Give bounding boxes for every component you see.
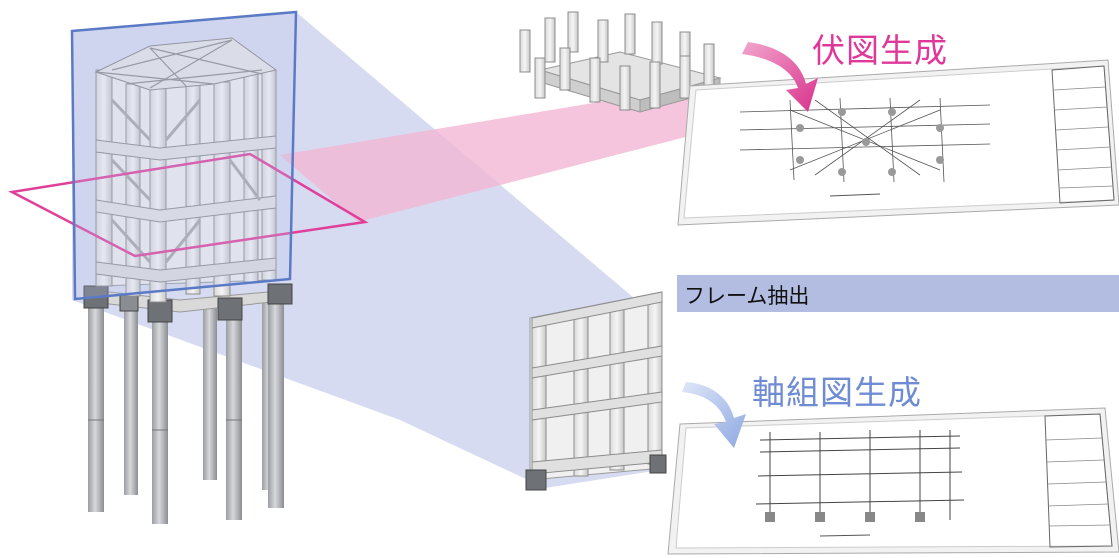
- plan-projection-beam: [280, 82, 720, 222]
- section-plane: [8, 152, 369, 258]
- frame-extraction-banner: フレーム抽出: [677, 275, 1119, 312]
- foundation-beams: [83, 283, 293, 323]
- elevation-drawing-sheet: [667, 407, 1119, 555]
- plan-generation-label: 伏図生成: [812, 31, 948, 70]
- plan-drawing-sheet: [677, 59, 1119, 226]
- elevation-generation-label: 軸組図生成: [752, 373, 922, 412]
- plan-arrow-icon: [742, 42, 818, 112]
- frame-extraction-label: フレーム抽出: [684, 284, 810, 308]
- building-3d-model: [94, 37, 278, 303]
- foundation-piles: [88, 298, 284, 524]
- extracted-floor-model: [519, 11, 722, 113]
- elevation-arrow-icon: [682, 382, 746, 448]
- extracted-frame-model: [525, 291, 667, 491]
- frame-plane: [70, 10, 298, 301]
